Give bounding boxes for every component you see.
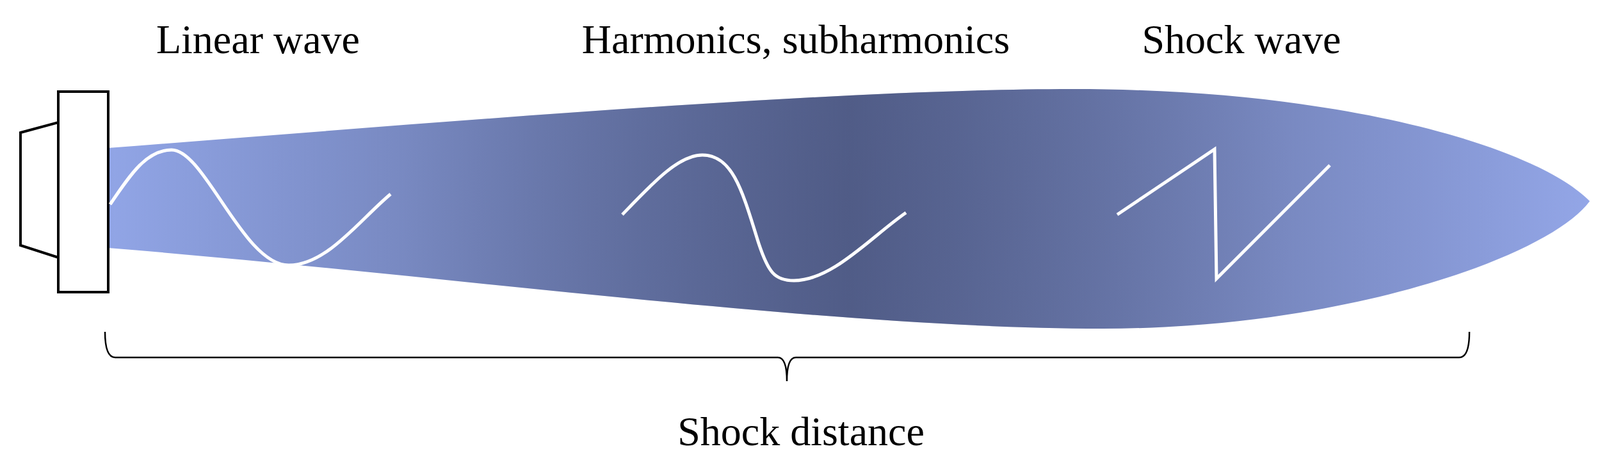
distance-bracket (105, 331, 1470, 381)
shock-waveform (1117, 149, 1330, 279)
transducer-face (58, 91, 109, 292)
harmonic-waveform (622, 154, 906, 281)
stage-label: Harmonics, subharmonics (581, 19, 1010, 61)
stage-label: Shock wave (1141, 19, 1341, 61)
transducer-back (20, 122, 59, 258)
stage-label: Linear wave (156, 19, 360, 61)
beam-shading (108, 88, 1590, 329)
linear-waveform (110, 149, 391, 266)
acoustic-beam (108, 88, 1590, 329)
distance-label: Shock distance (677, 411, 925, 453)
